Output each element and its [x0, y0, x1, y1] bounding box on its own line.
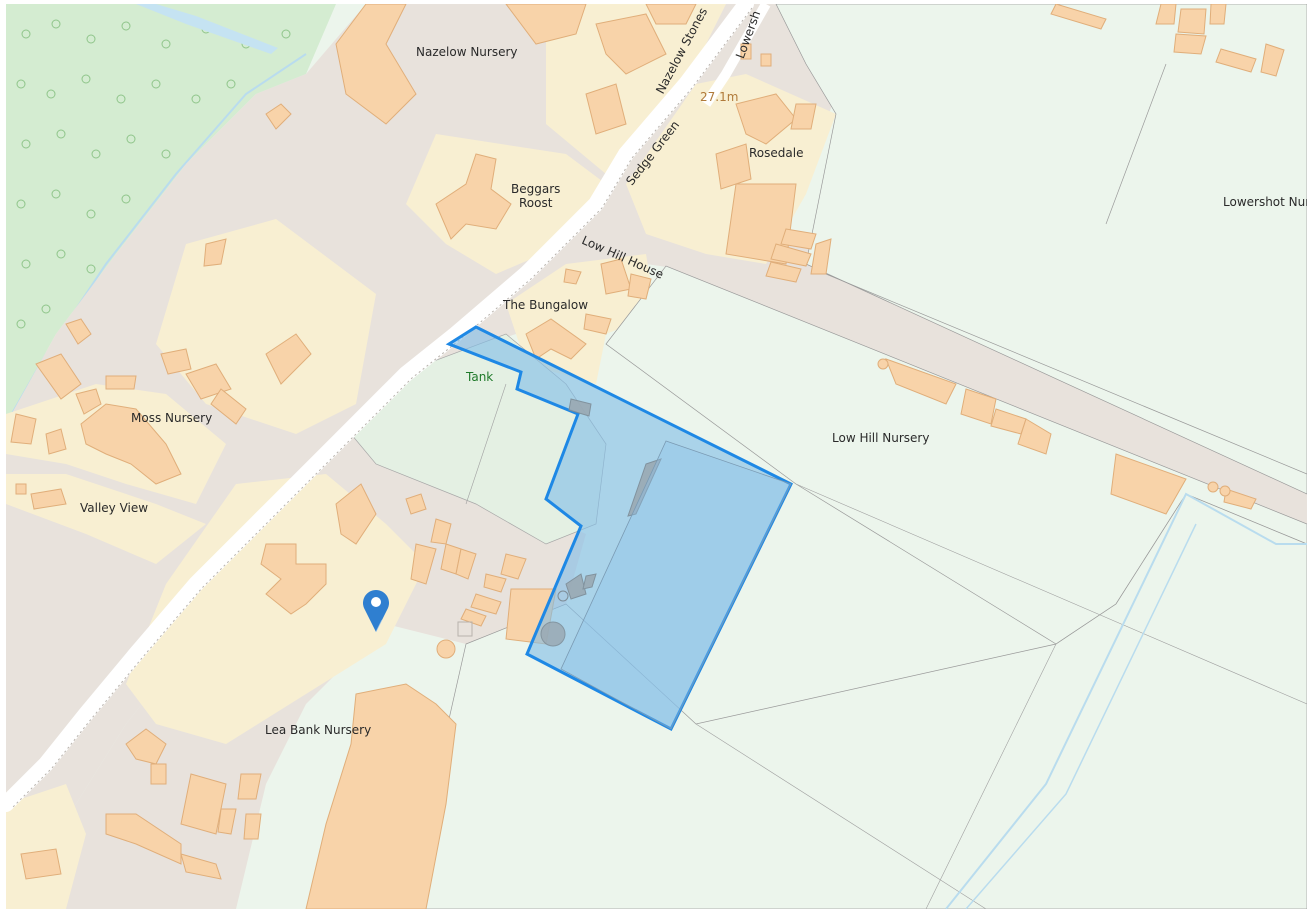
- buildings: [10, 4, 1285, 909]
- label-lea-bank-nursery: Lea Bank Nursery: [265, 723, 372, 737]
- map-base: [6, 4, 1307, 909]
- road-area: [6, 4, 1307, 864]
- label-the-bungalow: The Bungalow: [503, 298, 589, 312]
- garden-leabank: [126, 474, 426, 744]
- road-sedge-green: [6, 4, 754, 812]
- label-valley-view: Valley View: [80, 501, 149, 515]
- label-low-hill-nursery: Low Hill Nursery: [832, 431, 930, 445]
- label-beggars-roost: Beggars Roost: [511, 182, 561, 210]
- drain-east-2: [965, 523, 1197, 909]
- label-lowershot-nursery: Lowershot Nur: [1223, 195, 1307, 209]
- map-canvas[interactable]: Nazelow Nursery Nazelow Stones Lowersh 2…: [6, 4, 1307, 909]
- woodland-area: [6, 4, 336, 424]
- label-moss-nursery: Moss Nursery: [131, 411, 213, 425]
- label-nazelow-nursery: Nazelow Nursery: [416, 45, 518, 59]
- stream: [136, 4, 278, 54]
- label-rosedale: Rosedale: [749, 146, 804, 160]
- selected-parcel[interactable]: [445, 325, 794, 732]
- garden-nazelow: [546, 4, 726, 174]
- tree-symbols: [16, 19, 291, 768]
- label-tank: Tank: [466, 370, 494, 384]
- label-spot-height: 27.1m: [700, 90, 739, 104]
- location-pin-icon[interactable]: [362, 588, 390, 632]
- lane-east: [666, 236, 1307, 524]
- drain-east: [945, 492, 1307, 909]
